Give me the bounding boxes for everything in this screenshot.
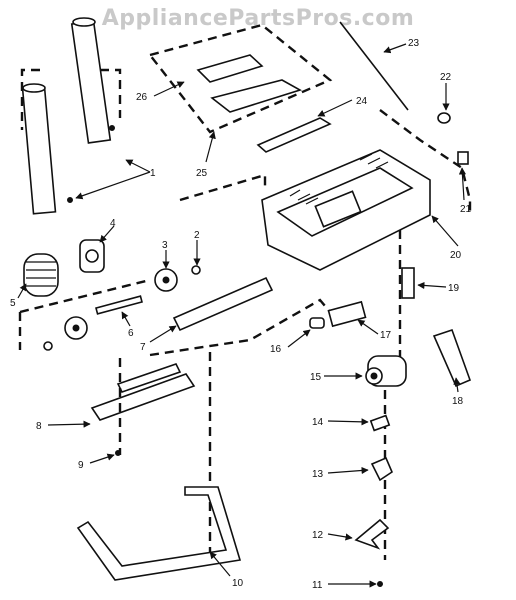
- right-dash-vertical: [383, 230, 402, 560]
- callout-3: 3: [162, 240, 168, 251]
- agitator-12: [354, 518, 390, 550]
- callout-9: 9: [78, 460, 84, 471]
- leader-lines: [17, 43, 466, 588]
- callout-7: 7: [140, 342, 146, 353]
- callout-1: 1: [150, 168, 156, 179]
- handle-tube-lower: [21, 83, 73, 215]
- callout-8: 8: [36, 421, 42, 432]
- axle-6: [95, 295, 143, 315]
- callout-18: 18: [452, 396, 464, 407]
- callout-labels: 1 2 3 4 5 6 7 8 9 10 11 12 13 14 15 16 1…: [10, 38, 472, 591]
- tube-outline-dash-2: [100, 68, 122, 118]
- callout-11: 11: [312, 580, 323, 591]
- bag-filter-part-26: [196, 54, 264, 83]
- switch-17: [327, 300, 367, 328]
- callout-19: 19: [448, 283, 460, 294]
- screw-left: [43, 341, 53, 351]
- clip-21: [457, 151, 469, 165]
- bag-cover-dash-box: [147, 23, 333, 134]
- base-plate-8: [90, 373, 196, 421]
- screw-2: [191, 265, 201, 275]
- bracket-19: [401, 267, 415, 299]
- left-dash-box: [18, 278, 151, 350]
- callout-25: 25: [196, 168, 208, 179]
- wheel-3: [154, 268, 178, 292]
- callout-4: 4: [110, 218, 116, 229]
- callout-22: 22: [440, 72, 452, 83]
- screw-11: [377, 581, 383, 587]
- callout-21: 21: [460, 204, 472, 215]
- bail-handle-10: [76, 486, 242, 581]
- hose-5: [23, 253, 59, 297]
- bulb-16: [309, 317, 325, 329]
- callout-2: 2: [194, 230, 200, 241]
- callout-23: 23: [408, 38, 420, 49]
- callout-17: 17: [380, 330, 392, 341]
- motor-15: [365, 355, 407, 387]
- main-housing-20: [261, 149, 431, 271]
- bracket-13: [370, 456, 393, 482]
- cover-part-25: [210, 79, 303, 113]
- callout-20: 20: [450, 250, 462, 261]
- callout-13: 13: [312, 469, 324, 480]
- callout-15: 15: [310, 372, 322, 383]
- callout-16: 16: [270, 344, 282, 355]
- tube-outline-dash: [20, 68, 40, 130]
- callout-14: 14: [312, 417, 324, 428]
- pad-14: [369, 414, 391, 432]
- elbow-4: [79, 239, 105, 273]
- belt-18: [432, 328, 472, 388]
- callout-5: 5: [10, 298, 16, 309]
- rod-23: [339, 21, 409, 111]
- housing-dash-left: [179, 173, 267, 202]
- bottom-dash: [149, 298, 331, 357]
- rod-dash-link: [379, 109, 472, 215]
- callout-10: 10: [232, 578, 244, 589]
- callout-24: 24: [356, 96, 368, 107]
- callout-26: 26: [136, 92, 148, 103]
- callout-6: 6: [128, 328, 134, 339]
- handle-tube-upper: [70, 17, 115, 144]
- wheel-left: [64, 316, 88, 340]
- bumper-7: [172, 276, 274, 332]
- bumper-strip-24: [256, 117, 332, 153]
- nut-22: [437, 112, 451, 124]
- callout-12: 12: [312, 530, 324, 541]
